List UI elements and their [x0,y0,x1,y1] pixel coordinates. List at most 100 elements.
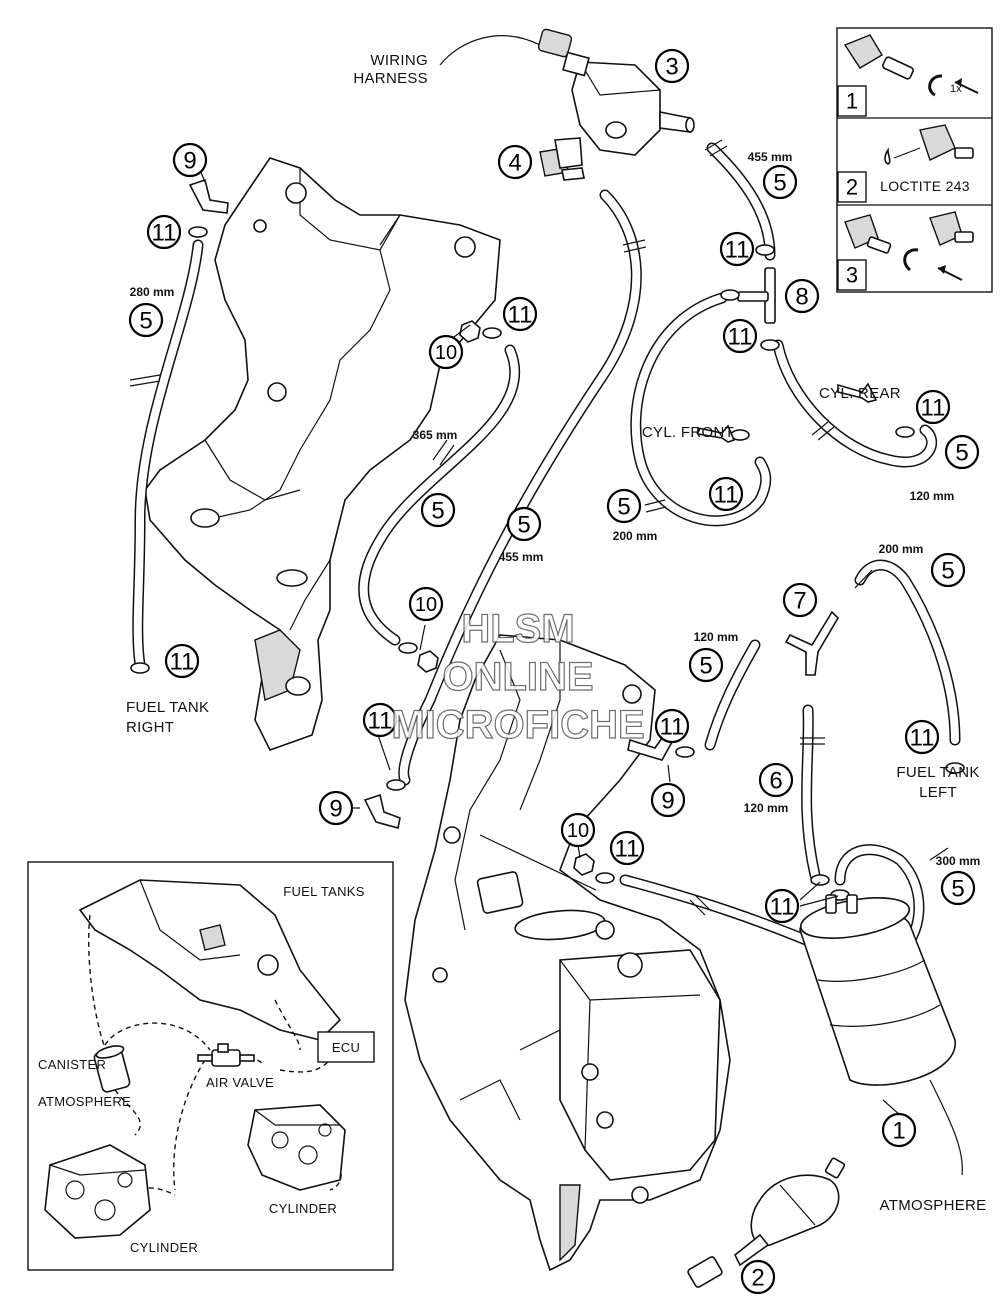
callout-2: 2 [740,1259,776,1295]
step-1-note: 1x [950,83,962,95]
cylinder-nozzles [697,382,878,443]
callout-6: 6 [758,762,794,798]
callout-5: 5 [940,870,976,906]
svg-text:11: 11 [508,302,533,329]
svg-text:11: 11 [368,708,393,735]
callout-9: 9 [172,142,208,178]
watermark: HLSM ONLINE MICROFICHE [391,606,646,747]
inset-canister-label: CANISTER [38,1057,106,1072]
nuts [417,320,595,876]
dim-300: 300 mm [936,854,981,868]
air-filter [687,1157,846,1288]
callout-11: 11 [904,719,940,755]
callout-5: 5 [762,164,798,200]
step-2-number: 2 [846,175,858,200]
dim-120-hose6: 120 mm [744,801,789,815]
svg-text:10: 10 [435,342,457,364]
callout-5: 5 [688,647,724,683]
dim-120-mid: 120 mm [694,630,739,644]
svg-text:11: 11 [170,649,195,676]
svg-text:11: 11 [660,714,685,741]
dim-200-front: 200 mm [613,529,658,543]
svg-text:4: 4 [508,150,521,177]
svg-text:11: 11 [728,324,753,351]
svg-text:11: 11 [152,220,177,247]
svg-text:11: 11 [770,894,795,921]
svg-text:7: 7 [793,588,806,615]
inset-ecu-label: ECU [332,1040,360,1055]
wiring-harness-label-line1: WIRING [370,52,428,69]
dim-455-upper: 455 mm [748,150,793,164]
callout-10: 10 [428,334,464,370]
y-piece [784,610,840,676]
svg-text:5: 5 [617,494,630,521]
canister [799,894,956,1086]
callout-5: 5 [930,552,966,588]
inset-air-valve-label: AIR VALVE [206,1075,274,1090]
svg-text:10: 10 [567,820,589,842]
purge-valve [537,28,695,156]
callout-11: 11 [722,318,758,354]
assembly-steps-box: 1 2 3 1x LOCTITE 243 [836,27,993,293]
svg-text:5: 5 [773,170,786,197]
fuel-tank-right-label-line2: RIGHT [126,719,174,736]
hose-clamps [130,226,965,901]
callout-5: 5 [420,492,456,528]
cyl-front-label: CYL. FRONT [642,424,734,441]
callout-11: 11 [146,214,182,250]
svg-text:9: 9 [329,796,342,823]
callout-11: 11 [164,643,200,679]
step-2-note: LOCTITE 243 [880,178,970,194]
svg-text:5: 5 [955,440,968,467]
t-piece [737,267,776,324]
text-labels: WIRING HARNESS FUEL TANK RIGHT FUEL TANK… [126,52,986,1214]
callout-11: 11 [654,708,690,744]
dim-280: 280 mm [130,285,175,299]
svg-text:5: 5 [951,876,964,903]
svg-text:2: 2 [751,1265,764,1292]
wiring-harness-label-line2: HARNESS [353,70,428,87]
callout-5: 5 [128,302,164,338]
svg-text:11: 11 [910,725,935,752]
system-overview-inset: FUEL TANKS CANISTER ATMOSPHERE AIR VALVE… [27,861,394,1271]
svg-text:8: 8 [795,284,808,311]
dim-365: 365 mm [413,428,458,442]
dimension-labels: 280 mm 365 mm 455 mm 455 mm 200 mm 200 m… [130,150,981,868]
fuel-tank-right-shroud [144,157,501,751]
inset-fuel-tanks-label: FUEL TANKS [283,884,365,899]
svg-text:5: 5 [139,308,152,335]
callout-5: 5 [606,488,642,524]
callout-5: 5 [506,506,542,542]
fuel-tank-left-label-line2: LEFT [919,784,957,801]
cyl-rear-label: CYL. REAR [819,385,901,402]
callout-9: 9 [318,790,354,826]
callout-11: 11 [764,888,800,924]
watermark-line-1: HLSM [461,607,574,651]
svg-text:9: 9 [661,788,674,815]
watermark-line-2: ONLINE [442,655,593,699]
atmosphere-label: ATMOSPHERE [880,1197,987,1214]
callout-8: 8 [784,278,820,314]
callout-9: 9 [650,782,686,818]
callout-11: 11 [915,389,951,425]
fuel-tank-left-shroud [404,634,731,1272]
svg-text:11: 11 [921,395,946,422]
callout-5: 5 [944,434,980,470]
callout-11: 11 [609,830,645,866]
svg-text:5: 5 [431,498,444,525]
callouts: 3 4 9 11 5 11 11 10 5 5 10 11 9 10 11 5 … [128,48,980,1295]
callout-10: 10 [560,812,596,848]
hose-cut-marks [129,139,949,916]
callout-10: 10 [408,586,444,622]
watermark-line-3: MICROFICHE [391,703,644,747]
fuel-tank-left-label-line1: FUEL TANK [896,764,979,781]
inset-atmosphere-label: ATMOSPHERE [38,1094,131,1109]
elbow-fittings [188,178,674,829]
svg-text:11: 11 [714,482,739,509]
svg-text:5: 5 [941,558,954,585]
svg-text:5: 5 [699,653,712,680]
dim-200-left: 200 mm [879,542,924,556]
step-1-number: 1 [846,89,858,114]
svg-text:3: 3 [665,54,678,81]
